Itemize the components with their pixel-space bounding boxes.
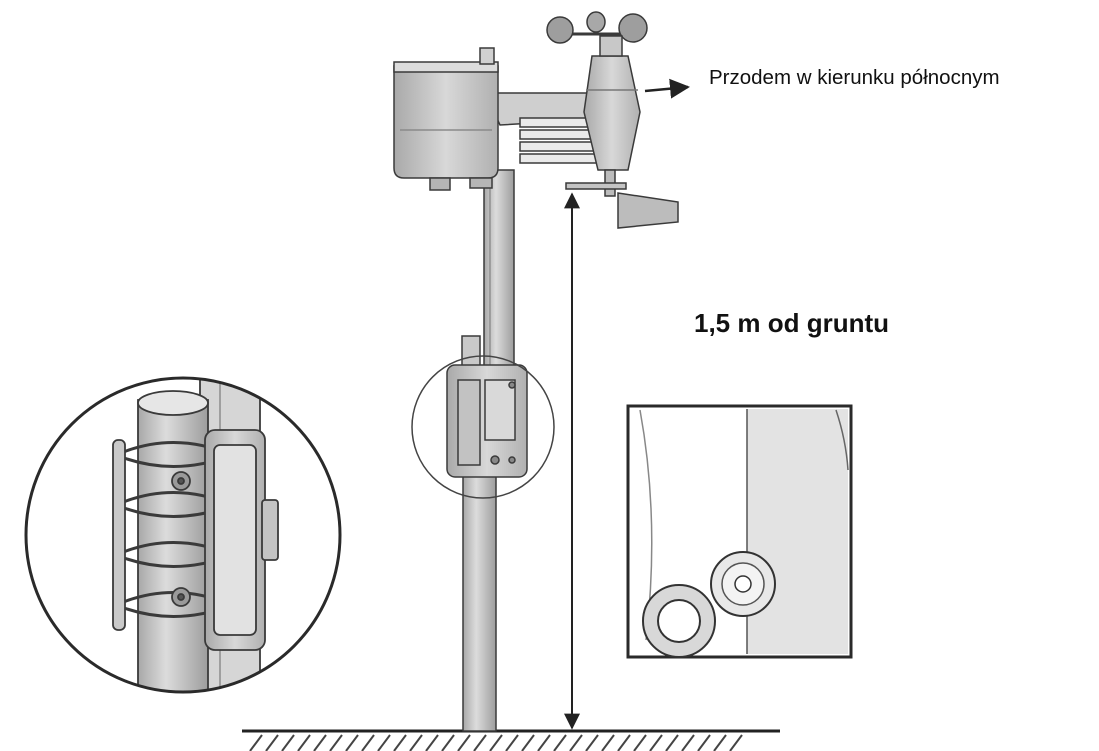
- bracket-detail-indicator: [411, 355, 555, 499]
- magnified-bracket-detail: [24, 376, 342, 694]
- weather-station-head: [393, 11, 679, 229]
- pole-bracket: [446, 364, 528, 478]
- direction-label: Przodem w kierunku północnym: [709, 66, 1000, 89]
- arrow-right-icon: [644, 78, 690, 99]
- ground: [242, 729, 780, 751]
- magnified-battery-cover-detail: [626, 404, 853, 659]
- height-label: 1,5 m od gruntu: [694, 308, 889, 338]
